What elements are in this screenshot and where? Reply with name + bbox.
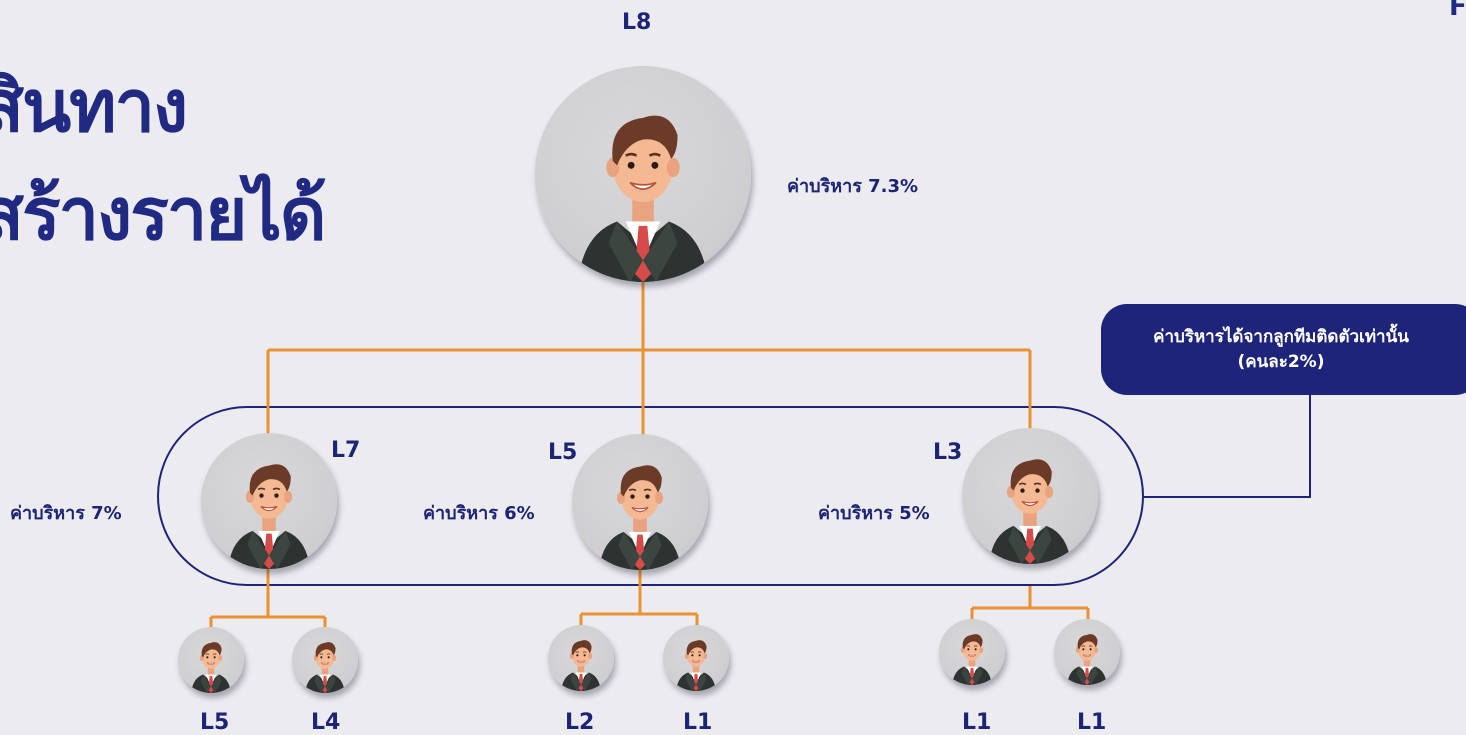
tier2-level-label-1: L7 <box>331 438 361 463</box>
tier3-level-label-1: L5 <box>200 710 230 735</box>
tier2-avatar-2 <box>572 434 708 570</box>
tier3-level-label-2: L4 <box>311 710 341 735</box>
title-line-1: สินทาง <box>0 64 188 148</box>
corner-mark: F <box>1449 0 1466 22</box>
tier3-level-label-6: L1 <box>1077 710 1107 735</box>
tier3-level-label-5: L1 <box>962 710 992 735</box>
callout-line-2: (คนละ2%) <box>1237 351 1325 372</box>
tier3-avatar-6 <box>1054 619 1120 685</box>
tier2-level-label-3: L3 <box>933 440 963 465</box>
root-connector <box>266 282 1032 436</box>
tier3-avatar-1 <box>178 627 244 693</box>
tier3-avatar-4 <box>663 625 729 691</box>
tier2-fee-label-2: ค่าบริหาร 6% <box>423 503 535 524</box>
callout-connector <box>1143 394 1311 498</box>
tier3-level-label-3: L2 <box>565 710 595 735</box>
tier2-fee-label-1: ค่าบริหาร 7% <box>10 503 122 524</box>
child-connectors <box>209 565 1090 630</box>
title-line-2: สร้างรายได้ <box>0 172 326 256</box>
tier2-avatar-1 <box>201 433 337 569</box>
tier3-avatar-2 <box>292 627 358 693</box>
page-title: สินทาง สร้างรายได้ <box>0 52 326 268</box>
tier2-avatar-3 <box>962 428 1098 564</box>
root-avatar <box>535 66 751 282</box>
tier3-avatar-5 <box>939 619 1005 685</box>
tier3-level-label-4: L1 <box>683 710 713 735</box>
callout-box: ค่าบริหารได้จากลูกทีมติดตัวเท่านั้น (คนล… <box>1101 304 1466 395</box>
root-level-label: L8 <box>622 10 652 35</box>
tier2-fee-label-3: ค่าบริหาร 5% <box>818 503 930 524</box>
callout-line-1: ค่าบริหารได้จากลูกทีมติดตัวเท่านั้น <box>1153 326 1409 347</box>
root-fee-label: ค่าบริหาร 7.3% <box>787 176 919 197</box>
tier2-level-label-2: L5 <box>548 440 578 465</box>
tier3-avatar-3 <box>548 625 614 691</box>
